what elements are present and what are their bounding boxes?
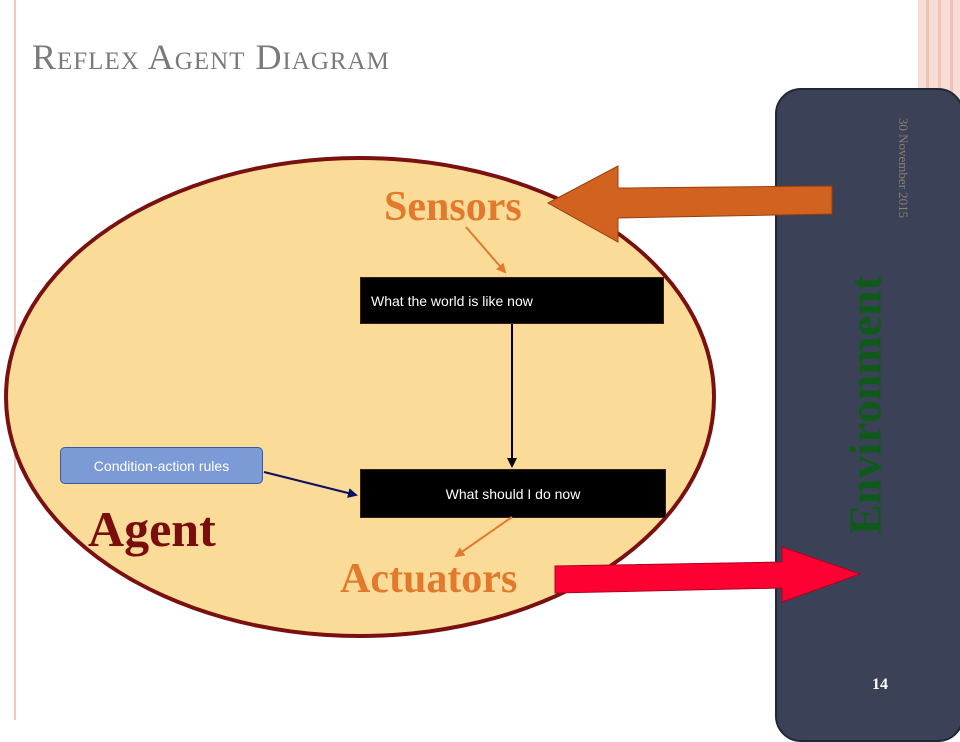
agent-ellipse: [4, 156, 716, 638]
diagram-arrows: [263, 165, 862, 603]
agent-label: Agent: [88, 501, 216, 557]
world-state-box: What the world is like now: [360, 277, 664, 324]
sensor-input-arrow: [546, 165, 833, 243]
environment-panel: [775, 88, 960, 742]
actuators-label: Actuators: [340, 556, 518, 602]
sensors-to-world-arrow: [465, 226, 507, 274]
rules-to-action-arrow: [263, 471, 358, 498]
actuator-output-arrow: [554, 546, 862, 603]
slide-title: Reflex Agent Diagram: [32, 37, 390, 77]
page-number: 14: [872, 676, 888, 693]
action-decision-box: What should I do now: [360, 469, 666, 518]
action-to-actuators-arrow: [454, 516, 513, 558]
sensors-label: Sensors: [384, 184, 522, 230]
condition-action-rules-box: Condition-action rules: [60, 447, 263, 484]
